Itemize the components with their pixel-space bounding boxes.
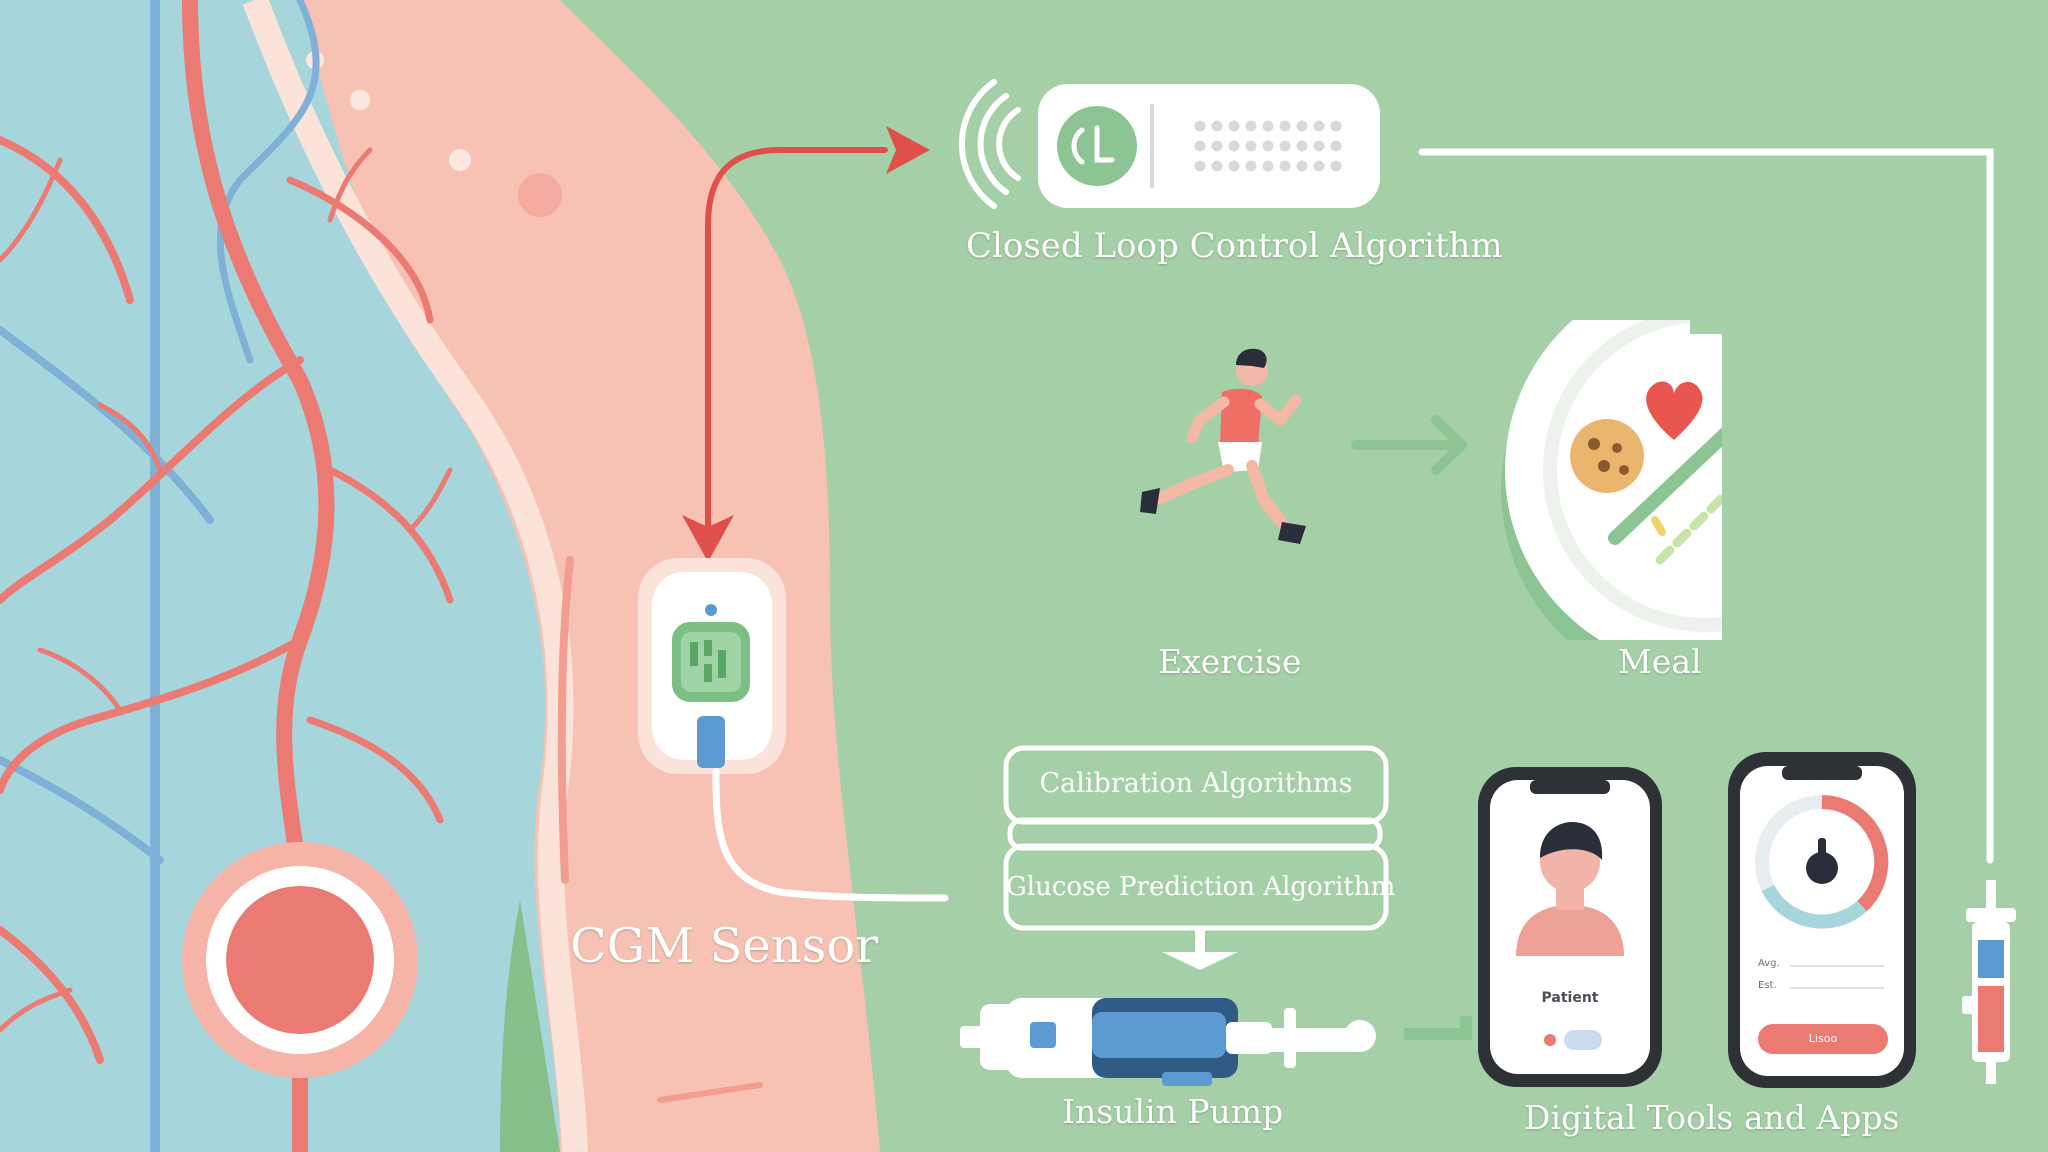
arm-inner-fold [500,900,560,1152]
speaker-dot [1279,140,1291,152]
skin-crease-low [657,1082,763,1103]
digital-tools-label: Digital Tools and Apps [1524,1098,1900,1137]
lock-icon [1806,838,1838,884]
connection-line [1418,148,1994,864]
speaker-dot [1245,120,1257,132]
dashed-link [1404,1016,1472,1040]
arrowhead-down [682,515,734,562]
data-arrow [705,147,888,548]
arrowhead-right [886,126,930,174]
insulin-pump-icon [960,998,1376,1086]
arm-crease [557,556,574,884]
smartphone-icon [1478,767,1662,1087]
cookie-icon [1570,419,1644,493]
flow-arrow [1351,415,1467,475]
calibration-algorithms-label: Calibration Algorithms [1039,768,1353,799]
speaker-dot [1228,160,1240,172]
speaker-dot [1279,120,1291,132]
syringe-icon [1962,880,2016,1084]
algorithm-stack [1003,745,1389,931]
speaker-dot [1245,160,1257,172]
meal-label: Meal [1618,642,1702,681]
down-arrowhead [1162,952,1238,970]
speaker-dot [1279,160,1291,172]
skin-dot [350,90,370,110]
smartphone-icon [1728,752,1916,1088]
plate-clip-notch [1690,300,1722,334]
speaker-dot [1330,160,1342,172]
speaker-dot [1313,160,1325,172]
skin-dot [449,149,471,171]
wireless-signal-icon [958,79,1021,209]
runner-icon [1140,348,1306,544]
blood-vessels [0,0,454,1152]
controller-device-icon [1038,84,1380,208]
phone-left-caption: Patient [1541,990,1599,1006]
sensor-cable [712,768,949,902]
speaker-dot [1330,120,1342,132]
cgm-sensor-label: CGM Sensor [570,918,879,974]
skin-spot [518,173,562,217]
speaker-dot [1296,140,1308,152]
speaker-dot [1262,120,1274,132]
phone-right-line1: Avg. [1758,958,1780,969]
meal-plate-icon [1501,320,1722,640]
speaker-dot [1228,120,1240,132]
speaker-dot [1194,120,1206,132]
tissue-panel [0,0,560,1152]
speaker-dot [1211,140,1223,152]
speaker-dot [1262,140,1274,152]
controller-speaker-grid [1194,120,1342,172]
speaker-dot [1228,140,1240,152]
phone-right-line2: Est. [1758,980,1777,991]
insulin-pump-label: Insulin Pump [1062,1092,1284,1131]
speaker-dot [1313,120,1325,132]
speaker-dot [1296,160,1308,172]
speaker-dot [1194,160,1206,172]
exercise-label: Exercise [1158,642,1302,681]
speaker-dot [1262,160,1274,172]
speaker-dot [1330,140,1342,152]
speaker-dot [1296,120,1308,132]
phone-right-button[interactable]: Lisoo [1808,1032,1838,1045]
speaker-dot [1211,160,1223,172]
speaker-dot [1245,140,1257,152]
closed-loop-label: Closed Loop Control Algorithm [966,226,1503,266]
heart-icon [1646,381,1703,440]
speaker-dot [1194,140,1206,152]
vessel-lumen [226,886,374,1034]
cgm-sensor-icon [638,558,786,774]
speaker-dot [1211,120,1223,132]
arm-edge-highlight [242,0,588,1152]
gauge-icon [1755,795,1889,929]
glucose-prediction-label: Glucose Prediction Algorithm [1006,872,1396,902]
speaker-dot [1313,140,1325,152]
